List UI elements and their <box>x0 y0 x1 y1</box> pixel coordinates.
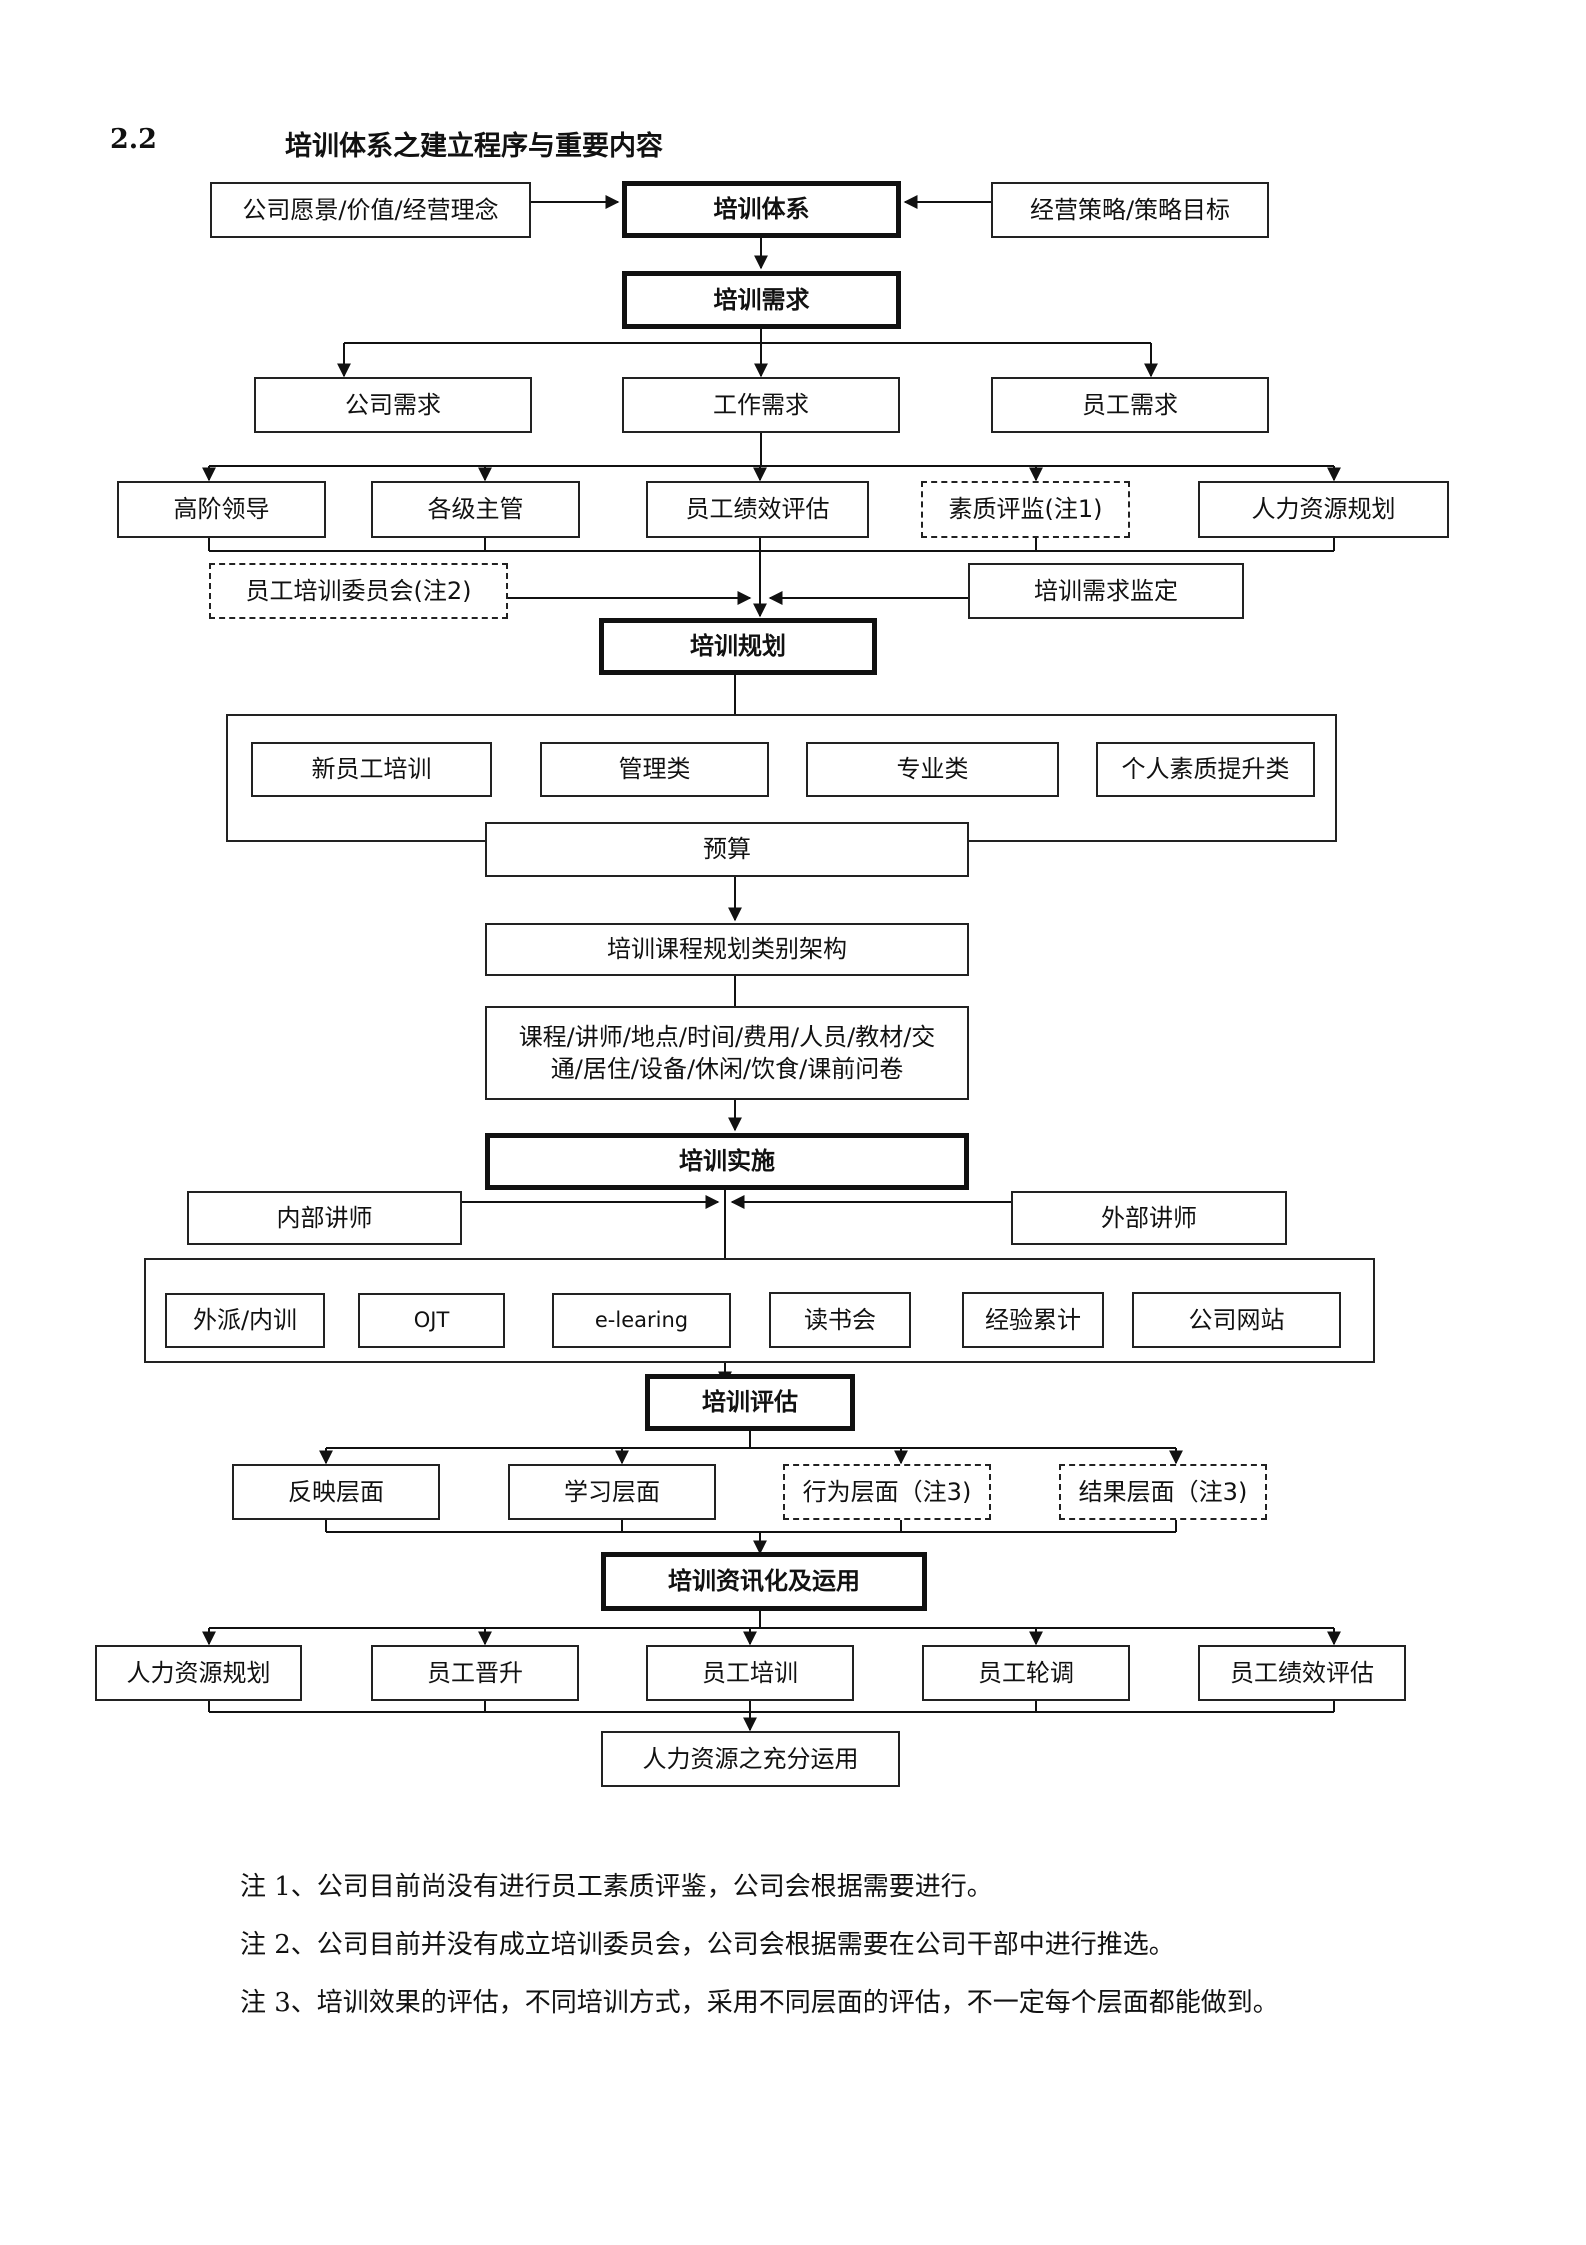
method-dispatch-label: 外派/内训 <box>192 1306 298 1335</box>
method-elearning-label: e-learing <box>594 1308 689 1333</box>
hr-utilization-box: 人力资源之充分运用 <box>601 1731 900 1787</box>
course-structure-box: 培训课程规划类别架构 <box>485 923 969 976</box>
use-promotion-label: 员工晋升 <box>427 1658 523 1687</box>
category-new-employee: 新员工培训 <box>251 742 492 797</box>
use-hr-planning: 人力资源规划 <box>95 1645 302 1701</box>
note-2: 注 2、公司目前并没有成立培训委员会，公司会根据需要在公司干部中进行推选。 <box>240 1930 1175 1960</box>
strategy-box: 经营策略/策略目标 <box>991 182 1269 238</box>
hr-planning-input-box: 人力资源规划 <box>1198 481 1449 538</box>
note-3: 注 3、培训效果的评估，不同培训方式，采用不同层面的评估，不一定每个层面都能做到… <box>240 1988 1279 2018</box>
level-reaction: 反映层面 <box>232 1464 440 1520</box>
strategy-label: 经营策略/策略目标 <box>1029 195 1231 224</box>
course-details-box: 课程/讲师/地点/时间/费用/人员/教材/交 通/居住/设备/休闲/饮食/课前问… <box>485 1006 969 1100</box>
training-implementation-box: 培训实施 <box>485 1133 969 1190</box>
use-performance: 员工绩效评估 <box>1198 1645 1406 1701</box>
training-committee-label: 员工培训委员会(注2) <box>245 576 472 605</box>
method-ojt-label: OJT <box>413 1308 450 1333</box>
method-reading-club: 读书会 <box>769 1292 911 1348</box>
training-application-box: 培训资讯化及运用 <box>601 1552 927 1611</box>
employee-need-box: 员工需求 <box>991 377 1269 433</box>
job-need-label: 工作需求 <box>713 390 809 419</box>
budget-label: 预算 <box>703 835 751 864</box>
external-trainer-box: 外部讲师 <box>1011 1191 1287 1245</box>
training-application-label: 培训资讯化及运用 <box>668 1567 860 1596</box>
method-reading-club-label: 读书会 <box>804 1305 876 1334</box>
category-management-label: 管理类 <box>618 755 691 784</box>
category-management: 管理类 <box>540 742 769 797</box>
use-promotion: 员工晋升 <box>371 1645 579 1701</box>
use-rotation: 员工轮调 <box>922 1645 1130 1701</box>
competency-assessment-label: 素质评监(注1) <box>948 495 1103 524</box>
level-reaction-label: 反映层面 <box>288 1477 384 1506</box>
needs-review-box: 培训需求监定 <box>968 563 1244 619</box>
use-training-label: 员工培训 <box>702 1658 798 1687</box>
level-behavior-label: 行为层面（注3) <box>802 1477 972 1506</box>
category-new-employee-label: 新员工培训 <box>311 755 432 784</box>
performance-review-label: 员工绩效评估 <box>685 495 830 524</box>
method-experience: 经验累计 <box>962 1292 1104 1348</box>
category-personal-quality-label: 个人素质提升类 <box>1121 755 1290 784</box>
category-personal-quality: 个人素质提升类 <box>1096 742 1315 797</box>
method-ojt: OJT <box>358 1293 505 1348</box>
hr-utilization-label: 人力资源之充分运用 <box>642 1744 859 1773</box>
method-experience-label: 经验累计 <box>985 1305 1081 1334</box>
course-details-line2: 通/居住/设备/休闲/饮食/课前问卷 <box>550 1055 904 1083</box>
section-title: 培训体系之建立程序与重要内容 <box>285 131 663 162</box>
training-needs-box: 培训需求 <box>622 271 901 329</box>
performance-review-box: 员工绩效评估 <box>646 481 869 538</box>
method-website-label: 公司网站 <box>1188 1305 1285 1334</box>
use-training: 员工培训 <box>646 1645 854 1701</box>
external-trainer-label: 外部讲师 <box>1101 1203 1197 1232</box>
training-evaluation-label: 培训评估 <box>702 1388 798 1417</box>
level-behavior: 行为层面（注3) <box>783 1464 991 1520</box>
hr-planning-input-label: 人力资源规划 <box>1251 495 1396 524</box>
training-committee-box: 员工培训委员会(注2) <box>209 563 508 619</box>
level-results-label: 结果层面（注3) <box>1078 1477 1248 1506</box>
note-1: 注 1、公司目前尚没有进行员工素质评鉴，公司会根据需要进行。 <box>240 1872 993 1902</box>
vision-label: 公司愿景/价值/经营理念 <box>242 195 499 224</box>
section-number: 2.2 <box>110 124 157 155</box>
training-system-box: 培训体系 <box>622 181 901 238</box>
training-planning-label: 培训规划 <box>690 632 786 661</box>
training-needs-label: 培训需求 <box>713 285 810 314</box>
method-dispatch: 外派/内训 <box>165 1293 325 1348</box>
internal-trainer-label: 内部讲师 <box>276 1203 373 1232</box>
use-rotation-label: 员工轮调 <box>978 1658 1074 1687</box>
notes: 注 1、公司目前尚没有进行员工素质评鉴，公司会根据需要进行。 注 2、公司目前并… <box>240 1858 1279 2032</box>
training-planning-box: 培训规划 <box>599 618 877 675</box>
company-need-box: 公司需求 <box>254 377 532 433</box>
level-learning-label: 学习层面 <box>564 1477 660 1506</box>
internal-trainer-box: 内部讲师 <box>187 1191 462 1245</box>
managers-label: 各级主管 <box>427 495 524 524</box>
course-structure-label: 培训课程规划类别架构 <box>607 935 847 964</box>
method-website: 公司网站 <box>1132 1292 1341 1348</box>
category-professional-label: 专业类 <box>896 755 969 784</box>
training-evaluation-box: 培训评估 <box>645 1374 855 1431</box>
course-details-line1: 课程/讲师/地点/时间/费用/人员/教材/交 <box>518 1022 936 1051</box>
job-need-box: 工作需求 <box>622 377 900 433</box>
use-performance-label: 员工绩效评估 <box>1230 1658 1374 1687</box>
methods-frame <box>144 1258 1375 1363</box>
category-professional: 专业类 <box>806 742 1059 797</box>
level-results: 结果层面（注3) <box>1059 1464 1267 1520</box>
competency-assessment-box: 素质评监(注1) <box>921 481 1130 538</box>
senior-leader-box: 高阶领导 <box>117 481 326 538</box>
training-implementation-label: 培训实施 <box>679 1147 775 1176</box>
use-hr-planning-label: 人力资源规划 <box>126 1658 271 1687</box>
employee-need-label: 员工需求 <box>1082 390 1178 419</box>
senior-leader-label: 高阶领导 <box>173 495 270 524</box>
training-system-label: 培训体系 <box>713 195 810 224</box>
level-learning: 学习层面 <box>508 1464 716 1520</box>
needs-review-label: 培训需求监定 <box>1034 576 1178 605</box>
company-need-label: 公司需求 <box>345 390 441 419</box>
managers-box: 各级主管 <box>371 481 580 538</box>
method-elearning: e-learing <box>552 1293 731 1348</box>
vision-box: 公司愿景/价值/经营理念 <box>210 182 531 238</box>
budget-box: 预算 <box>485 822 969 877</box>
